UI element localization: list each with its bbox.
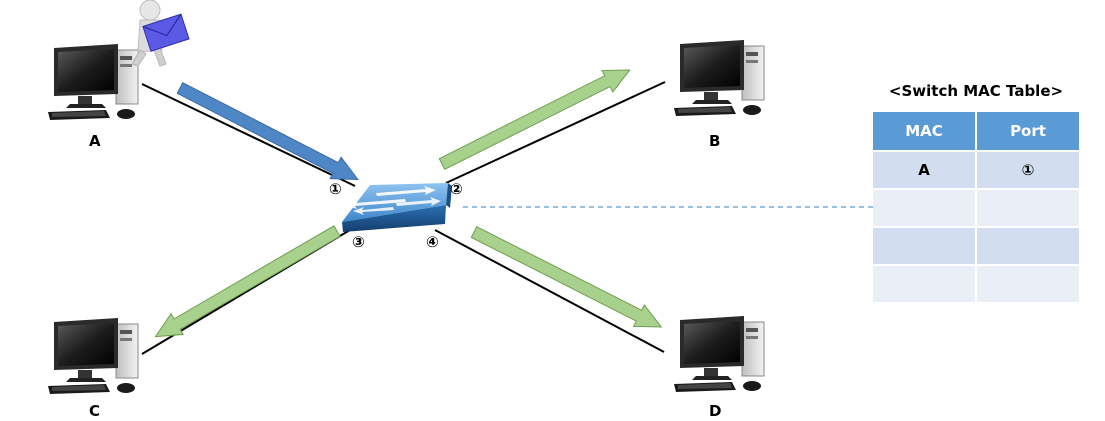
- port-label-4: ④: [426, 233, 439, 251]
- node-label-c: C: [89, 402, 101, 420]
- mac-table-title: <Switch MAC Table>: [888, 82, 1064, 100]
- computer-a-icon: [47, 43, 139, 121]
- flood-arrow-c: [154, 225, 341, 338]
- mac-cell: [873, 189, 977, 228]
- mac-cell: [873, 227, 977, 266]
- flood-arrow-b: [438, 69, 631, 171]
- link-b: [445, 81, 666, 184]
- flood-arrow-d: [470, 225, 663, 328]
- computer-c-icon: [47, 317, 139, 395]
- node-label-a: A: [89, 132, 101, 150]
- node-label-d: D: [709, 402, 722, 420]
- port-cell: [976, 265, 1079, 304]
- person-with-envelope-icon: [131, 0, 190, 67]
- link-a: [141, 83, 356, 187]
- network-switch-icon: [342, 183, 452, 232]
- port-column-header: Port: [976, 112, 1079, 152]
- table-row: [873, 189, 1079, 228]
- table-row: [873, 265, 1079, 304]
- link-d: [434, 229, 665, 353]
- node-label-b: B: [709, 132, 721, 150]
- computer-d-icon: [673, 315, 765, 393]
- port-cell: ①: [976, 151, 1079, 190]
- table-row: A ①: [873, 151, 1079, 190]
- port-label-1: ①: [329, 180, 342, 198]
- computer-b-icon: [673, 39, 765, 117]
- incoming-arrow: [176, 81, 359, 180]
- table-row: [873, 227, 1079, 266]
- mac-table: MAC Port A ①: [873, 112, 1079, 304]
- mac-table-header-row: MAC Port: [873, 112, 1079, 152]
- mac-cell: A: [873, 151, 977, 190]
- mac-cell: [873, 265, 977, 304]
- port-cell: [976, 189, 1079, 228]
- port-label-2: ②: [450, 180, 463, 198]
- port-cell: [976, 227, 1079, 266]
- mac-column-header: MAC: [873, 112, 977, 152]
- port-label-3: ③: [352, 233, 365, 251]
